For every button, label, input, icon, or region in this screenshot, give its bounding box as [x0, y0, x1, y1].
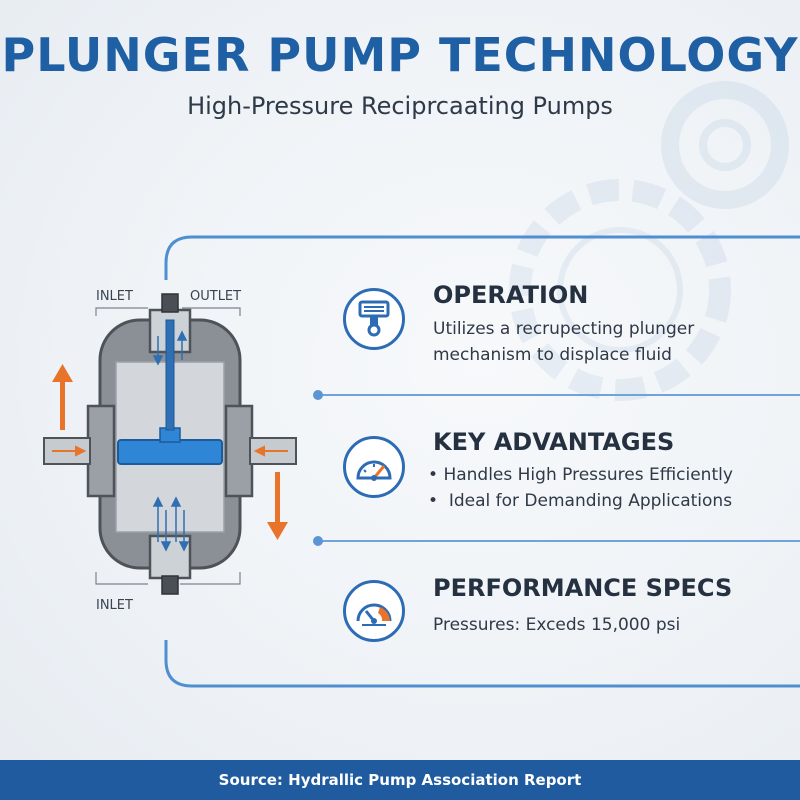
outlet-bracket: [182, 307, 241, 316]
gauge-icon: [343, 436, 405, 498]
top-flow-arrows: [152, 330, 188, 366]
motion-down-arrow: [267, 472, 288, 540]
right-housing: [224, 404, 254, 498]
advantages-title: KEY ADVANTAGES: [433, 428, 675, 456]
pump-diagram: INLET OUTLET INLET: [43, 289, 297, 613]
operation-text: Utilizes a recrupecting plunger mechanis…: [433, 316, 694, 368]
inlet-bottom-label: INLET: [96, 598, 133, 613]
background-gear-icon: [509, 179, 731, 401]
advantage-item: • Handles High Pressures Efficiently: [428, 465, 733, 485]
operation-title: OPERATION: [433, 281, 589, 309]
advantages-list: • Handles High Pressures Efficiently • I…: [428, 462, 733, 514]
specs-line: Pressures: Exceds 15,000 psi: [433, 615, 681, 635]
pressure-gauge-icon: [343, 580, 405, 642]
advantage-item: • Ideal for Demanding Applications: [428, 491, 733, 511]
bottom-flow-arrows: [152, 496, 190, 552]
motion-up-arrow: [52, 364, 73, 430]
section-divider: [313, 536, 800, 546]
specs-text: Pressures: Exceds 15,000 psi: [433, 612, 680, 638]
plunger-rod: [165, 319, 175, 431]
section-divider: [313, 390, 800, 400]
inlet-bracket: [95, 307, 148, 316]
plunger: [117, 439, 223, 465]
page-subtitle: High-Pressure Reciprcaating Pumps: [187, 92, 613, 120]
background-gear-icon: [661, 81, 789, 209]
left-housing: [86, 404, 116, 498]
page-title: PLUNGER PUMP TECHNOLOGY: [1, 28, 799, 82]
outlet-top-label: OUTLET: [190, 289, 241, 304]
piston-icon: [343, 288, 405, 350]
inlet-top-label: INLET: [96, 289, 133, 304]
inlet-bottom-bracket: [95, 572, 148, 585]
operation-line: mechanism to displace fluid: [433, 345, 672, 365]
specs-title: PERFORMANCE SPECS: [433, 574, 733, 602]
content-frame: [164, 235, 800, 688]
source-footer: Source: Hydrallic Pump Association Repor…: [0, 760, 800, 800]
operation-line: Utilizes a recrupecting plunger: [433, 319, 695, 339]
